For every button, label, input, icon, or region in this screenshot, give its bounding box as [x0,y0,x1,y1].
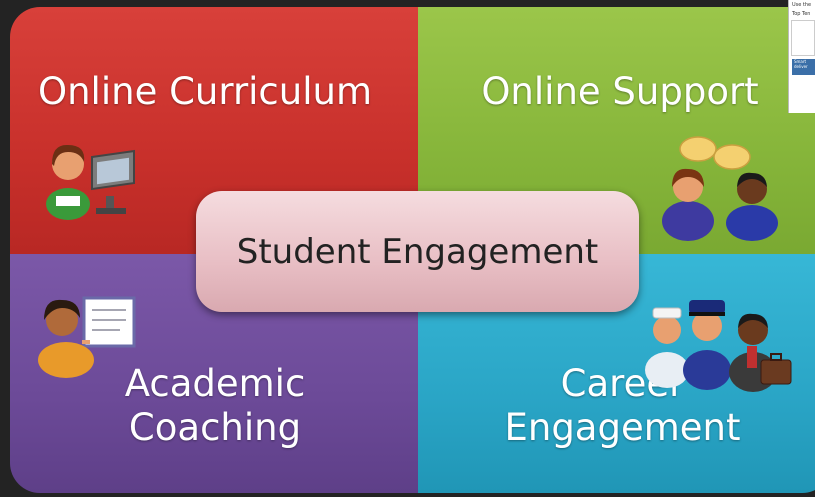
thumbnail-text-line2: Top Ten [792,11,811,17]
person-at-computer-icon [46,144,135,220]
professionals-group-icon [645,300,792,392]
thumbnail-text-line1: Use the [792,2,812,8]
thumbnail-box [791,20,815,56]
student-engagement-box: Student Engagement [196,191,639,312]
career-engagement-label: Career Engagement [504,362,741,450]
teacher-at-whiteboard-icon [38,296,136,378]
student-engagement-label: Student Engagement [236,231,599,272]
academic-coaching-label: Academic Coaching [124,362,306,450]
thumbnail-button: Smart deliver [792,59,815,75]
corner-thumbnail: Use the Top Ten Smart deliver [788,0,815,113]
people-talking-icon [662,136,778,241]
online-curriculum-label: Online Curriculum [37,70,372,113]
online-support-label: Online Support [481,70,759,113]
